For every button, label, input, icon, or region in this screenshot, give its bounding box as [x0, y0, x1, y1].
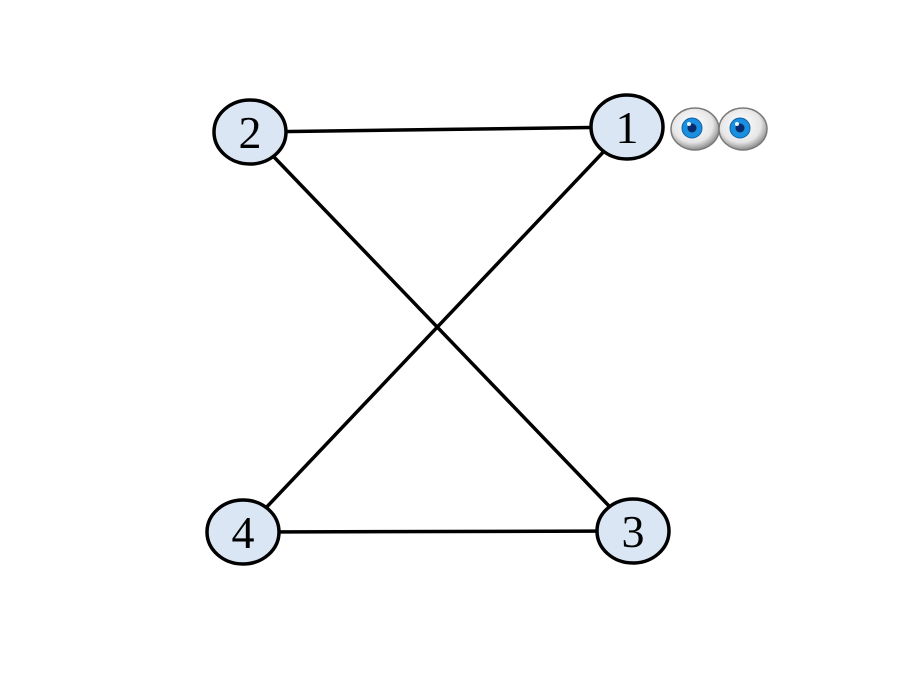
- node-1: 1: [589, 93, 665, 161]
- node-circle: [595, 497, 671, 565]
- node-label: 3: [622, 506, 645, 557]
- node-circle: [205, 498, 281, 566]
- node-2: 2: [212, 98, 288, 166]
- edge-2-3: [248, 130, 635, 533]
- node-label: 2: [239, 107, 262, 158]
- node-circle: [589, 93, 665, 161]
- node-3: 3: [595, 497, 671, 565]
- eye-icon: [670, 107, 720, 151]
- nodes-layer: 1 2 3 4: [205, 93, 671, 566]
- edge-2-1: [248, 125, 629, 134]
- eye-icon: [718, 107, 768, 151]
- node-label: 4: [232, 507, 255, 558]
- eyes-icon: [670, 107, 768, 151]
- node-4: 4: [205, 498, 281, 566]
- node-circle: [212, 98, 288, 166]
- edge-4-3: [241, 529, 635, 534]
- edges-layer: [241, 125, 635, 534]
- node-label: 1: [616, 102, 639, 153]
- edge-1-4: [241, 125, 629, 534]
